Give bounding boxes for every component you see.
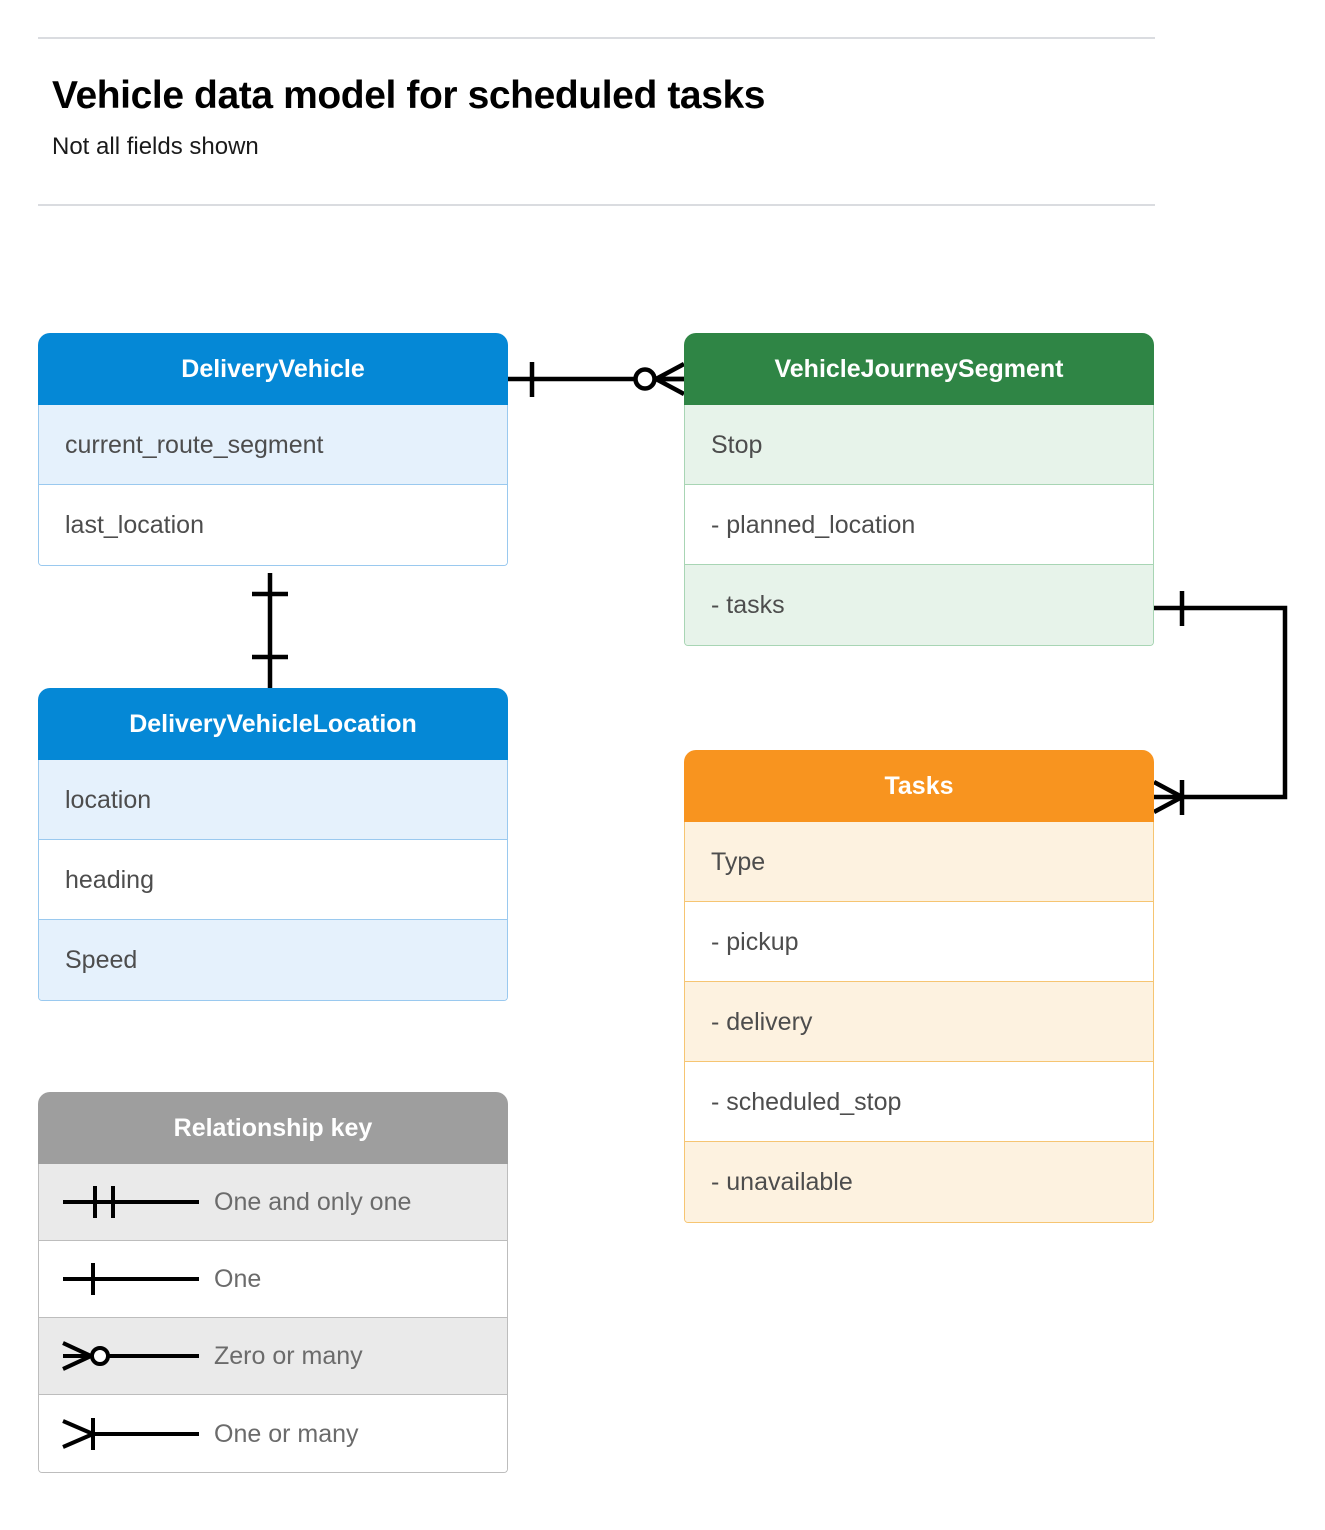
field-row: - unavailable [685,1142,1153,1222]
legend-item-zero-or-many: Zero or many [39,1318,507,1395]
entity-header-delivery-vehicle: DeliveryVehicle [38,333,508,405]
zero-or-many-icon [39,1336,214,1376]
entity-delivery-vehicle[interactable]: DeliveryVehicle current_route_segment la… [38,333,508,566]
page-title: Vehicle data model for scheduled tasks [52,74,766,117]
one-or-many-icon [39,1414,214,1454]
field-row: Type [685,822,1153,902]
field-row: - pickup [685,902,1153,982]
field-row: - delivery [685,982,1153,1062]
legend-header: Relationship key [38,1092,508,1164]
crowsfoot-dn-b [1152,795,1184,814]
legend-item-one: One [39,1241,507,1318]
field-row: - planned_location [685,485,1153,565]
entity-fields-delivery-vehicle: current_route_segment last_location [38,405,508,566]
entity-header-delivery-vehicle-location: DeliveryVehicleLocation [38,688,508,760]
crowsfoot-up-b [1152,780,1184,799]
field-row: current_route_segment [39,405,507,485]
field-row: Speed [39,920,507,1000]
field-row: last_location [39,485,507,565]
entity-fields-vehicle-journey-segment: Stop - planned_location - tasks [684,405,1154,646]
entity-delivery-vehicle-location[interactable]: DeliveryVehicleLocation location heading… [38,688,508,1001]
wire-segment-to-tasks [1154,605,1288,800]
entity-fields-delivery-vehicle-location: location heading Speed [38,760,508,1001]
entity-header-tasks: Tasks [684,750,1154,822]
entity-header-vehicle-journey-segment: VehicleJourneySegment [684,333,1154,405]
crowsfoot-dn-a [654,377,686,396]
header-divider-bottom [38,204,1155,206]
legend-item-label: One or many [214,1419,359,1448]
field-row: - tasks [685,565,1153,645]
legend-item-label: One [214,1265,262,1293]
field-row: heading [39,840,507,920]
header-divider-top [38,37,1155,39]
entity-fields-tasks: Type - pickup - delivery - scheduled_sto… [684,822,1154,1223]
crowsfoot-up-a [654,362,686,381]
legend-item-label: One and only one [214,1188,412,1216]
legend-item-one-or-many: One or many [39,1395,507,1472]
one-icon [39,1259,214,1299]
legend-item-label: Zero or many [214,1342,363,1370]
field-row: Stop [685,405,1153,485]
field-row: - scheduled_stop [685,1062,1153,1142]
field-row: location [39,760,507,840]
entity-tasks[interactable]: Tasks Type - pickup - delivery - schedul… [684,750,1154,1223]
one-and-only-one-icon [39,1182,214,1222]
card-zero-circle [633,367,657,391]
legend-rows: One and only one One [38,1164,508,1473]
page-subtitle: Not all fields shown [52,133,259,160]
legend-item-one-and-only-one: One and only one [39,1164,507,1241]
relationship-key-legend: Relationship key One and only one [38,1092,508,1473]
entity-vehicle-journey-segment[interactable]: VehicleJourneySegment Stop - planned_loc… [684,333,1154,646]
